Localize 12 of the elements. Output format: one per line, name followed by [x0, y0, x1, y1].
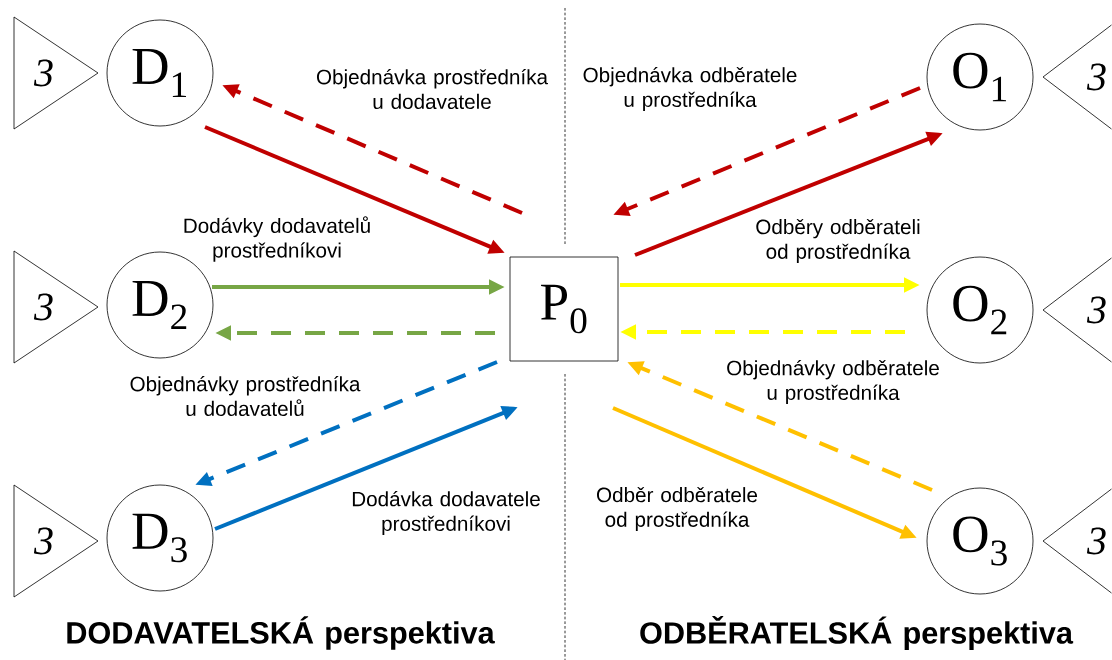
perspective-heading: DODAVATELSKÁ perspektiva: [67, 616, 495, 650]
flow-label: Dodávka dodavatele prostředníkovi: [352, 490, 540, 536]
flow-label: Odběry odběrateli od prostředníka: [756, 219, 920, 263]
triangle: 3: [13, 250, 99, 364]
flow-label: Objednávka prostředníka u dodavatele: [316, 68, 548, 110]
flow-label: Objednávky prostředníka u dodavatelů: [130, 376, 361, 417]
perspective-heading: ODBĚRATELSKÁ perspektiva: [640, 616, 1074, 650]
triangle: 3: [13, 16, 99, 130]
node-box: P$_{0}$: [509, 256, 619, 362]
triangle: 3: [13, 484, 99, 598]
flow-label: Objednávka odběratele u prostředníka: [583, 66, 797, 112]
flow-label: Odběr odběratele od prostředníka: [597, 487, 758, 531]
